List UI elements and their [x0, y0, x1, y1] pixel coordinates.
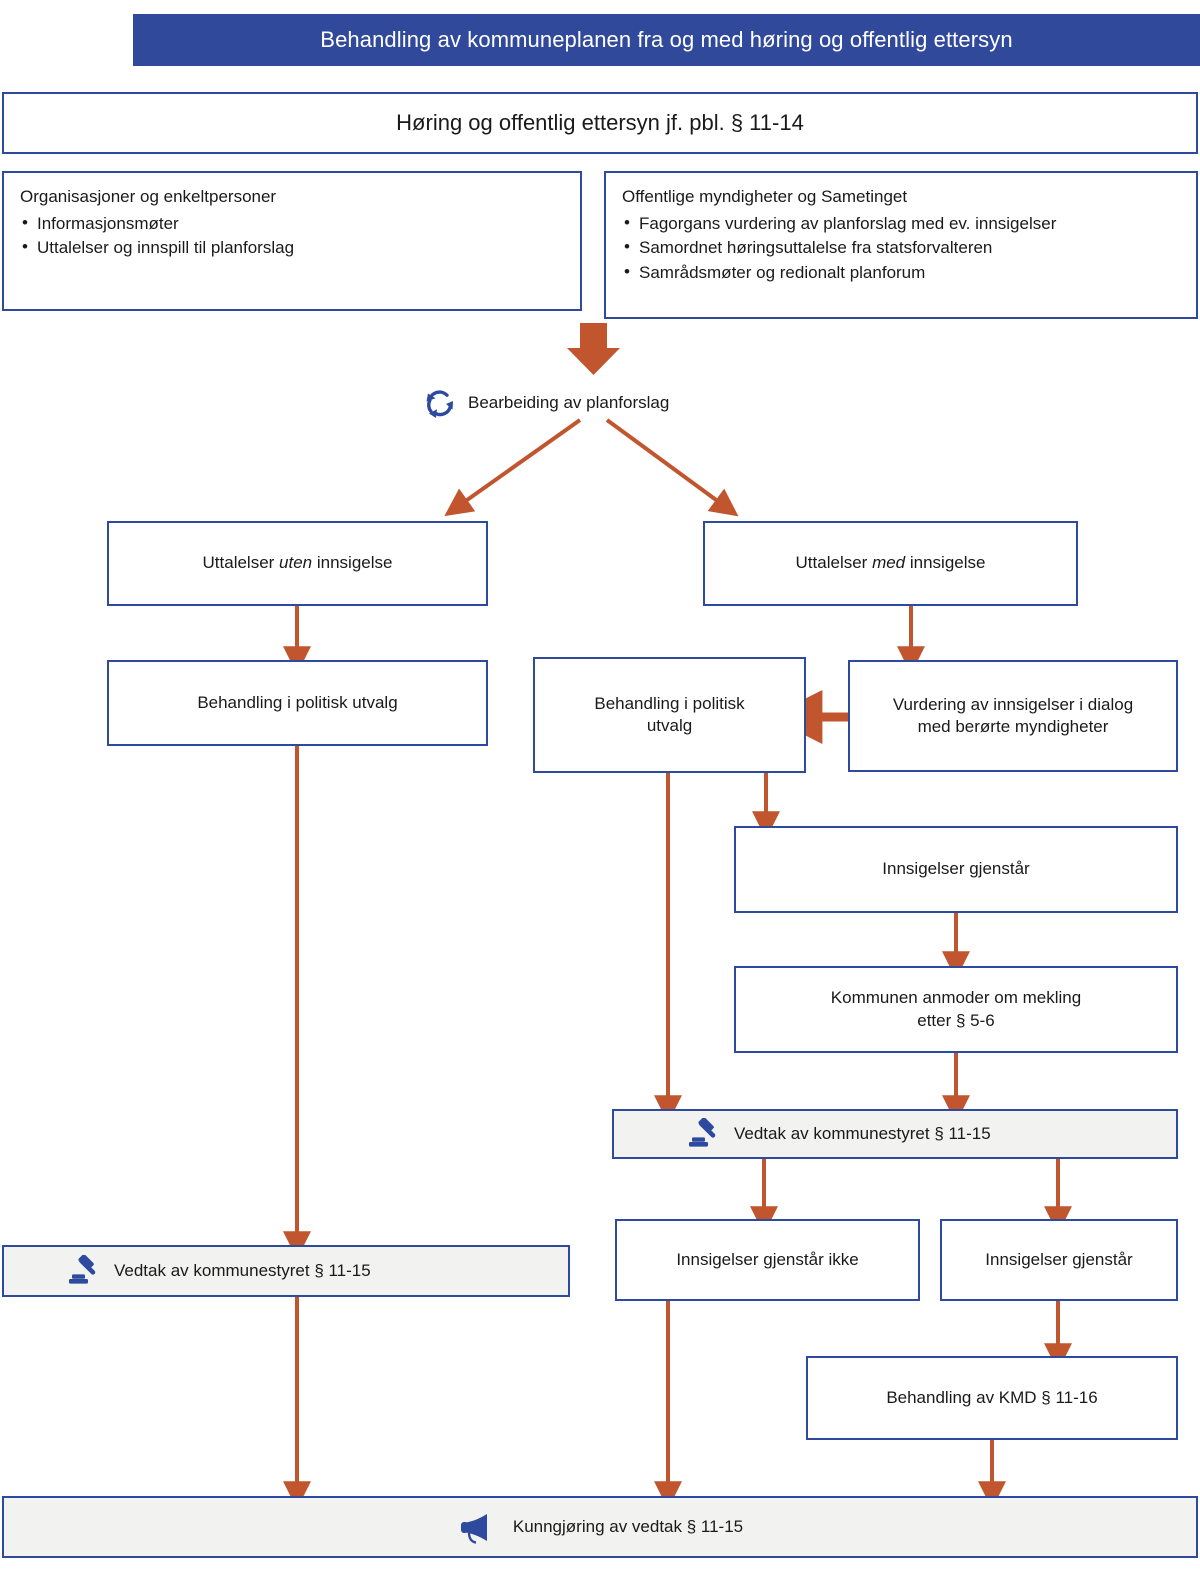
mediation-label: Kommunen anmoder om mekling etter § 5-6: [830, 988, 1082, 1030]
list-item: Fagorgans vurdering av planforslag med e…: [622, 211, 1056, 237]
participants-left-content: Organisasjoner og enkeltpersoner Informa…: [20, 185, 294, 261]
participants-right-heading: Offentlige myndigheter og Sametinget: [622, 187, 908, 206]
participants-right-list: Fagorgans vurdering av planforslag med e…: [622, 211, 1056, 286]
political-mid-box: Behandling i politisk utvalg: [533, 657, 806, 773]
objections-remain-2-label: Innsigelser gjenstår: [985, 1249, 1133, 1269]
megaphone-icon: [457, 1510, 499, 1544]
processing-step: Bearbeiding av planforslag: [422, 386, 669, 420]
political-left-box: Behandling i politisk utvalg: [107, 660, 488, 746]
arrow-participants-to-processing: [567, 323, 620, 375]
hearing-box-label: Høring og offentlig ettersyn jf. pbl. § …: [396, 110, 804, 136]
announcement-label: Kunngjøring av vedtak § 11-15: [512, 1516, 744, 1536]
kmd-box: Behandling av KMD § 11-16: [806, 1356, 1178, 1440]
with-objection-box: Uttalelser med innsigelse: [703, 521, 1078, 606]
without-objection-label: Uttalelser uten innsigelse: [202, 553, 393, 573]
page-title-banner: Behandling av kommuneplanen fra og med h…: [133, 14, 1200, 66]
decision-left-label: Vedtak av kommunestyret § 11-15: [114, 1260, 371, 1280]
gavel-icon: [684, 1118, 720, 1150]
hearing-box: Høring og offentlig ettersyn jf. pbl. § …: [2, 92, 1198, 154]
gavel-icon: [64, 1255, 100, 1287]
decision-mid-box: Vedtak av kommunestyret § 11-15: [612, 1109, 1178, 1159]
decision-left-content: Vedtak av kommunestyret § 11-15: [64, 1255, 371, 1287]
political-mid-label: Behandling i politisk utvalg: [594, 693, 745, 735]
decision-mid-label: Vedtak av kommunestyret § 11-15: [734, 1123, 991, 1143]
announcement-box: Kunngjøring av vedtak § 11-15: [2, 1496, 1198, 1558]
page-title: Behandling av kommuneplanen fra og med h…: [320, 27, 1013, 52]
participants-right-box: Offentlige myndigheter og Sametinget Fag…: [604, 171, 1198, 319]
participants-left-box: Organisasjoner og enkeltpersoner Informa…: [2, 171, 582, 311]
with-objection-label: Uttalelser med innsigelse: [795, 553, 986, 573]
objections-remain-1-box: Innsigelser gjenstår: [734, 826, 1178, 913]
assessment-box: Vurdering av innsigelser i dialog med be…: [848, 660, 1178, 772]
list-item: Informasjonsmøter: [20, 211, 294, 237]
kmd-label: Behandling av KMD § 11-16: [886, 1387, 1098, 1407]
arrow-processing-to-right-branch: [605, 418, 739, 517]
objections-remain-2-box: Innsigelser gjenstår: [940, 1219, 1178, 1301]
list-item: Uttalelser og innspill til planforslag: [20, 235, 294, 261]
recycle-arrows-icon: [422, 386, 458, 420]
list-item: Samrådsmøter og redionalt planforum: [622, 260, 1056, 286]
decision-mid-content: Vedtak av kommunestyret § 11-15: [684, 1118, 991, 1150]
objections-remain-1-label: Innsigelser gjenstår: [882, 859, 1030, 879]
processing-label: Bearbeiding av planforslag: [468, 393, 670, 412]
list-item: Samordnet høringsuttalelse fra statsforv…: [622, 235, 1056, 261]
assessment-label: Vurdering av innsigelser i dialog med be…: [892, 694, 1134, 736]
political-left-label: Behandling i politisk utvalg: [197, 692, 398, 712]
announcement-content: Kunngjøring av vedtak § 11-15: [457, 1510, 743, 1544]
no-objections-remain-label: Innsigelser gjenstår ikke: [676, 1249, 859, 1269]
without-objection-box: Uttalelser uten innsigelse: [107, 521, 488, 606]
decision-left-box: Vedtak av kommunestyret § 11-15: [2, 1245, 570, 1297]
participants-left-list: Informasjonsmøter Uttalelser og innspill…: [20, 211, 294, 261]
mediation-box: Kommunen anmoder om mekling etter § 5-6: [734, 966, 1178, 1053]
participants-left-heading: Organisasjoner og enkeltpersoner: [20, 187, 277, 206]
arrow-processing-to-left-branch: [444, 418, 582, 517]
no-objections-remain-box: Innsigelser gjenstår ikke: [615, 1219, 920, 1301]
participants-right-content: Offentlige myndigheter og Sametinget Fag…: [622, 185, 1056, 286]
